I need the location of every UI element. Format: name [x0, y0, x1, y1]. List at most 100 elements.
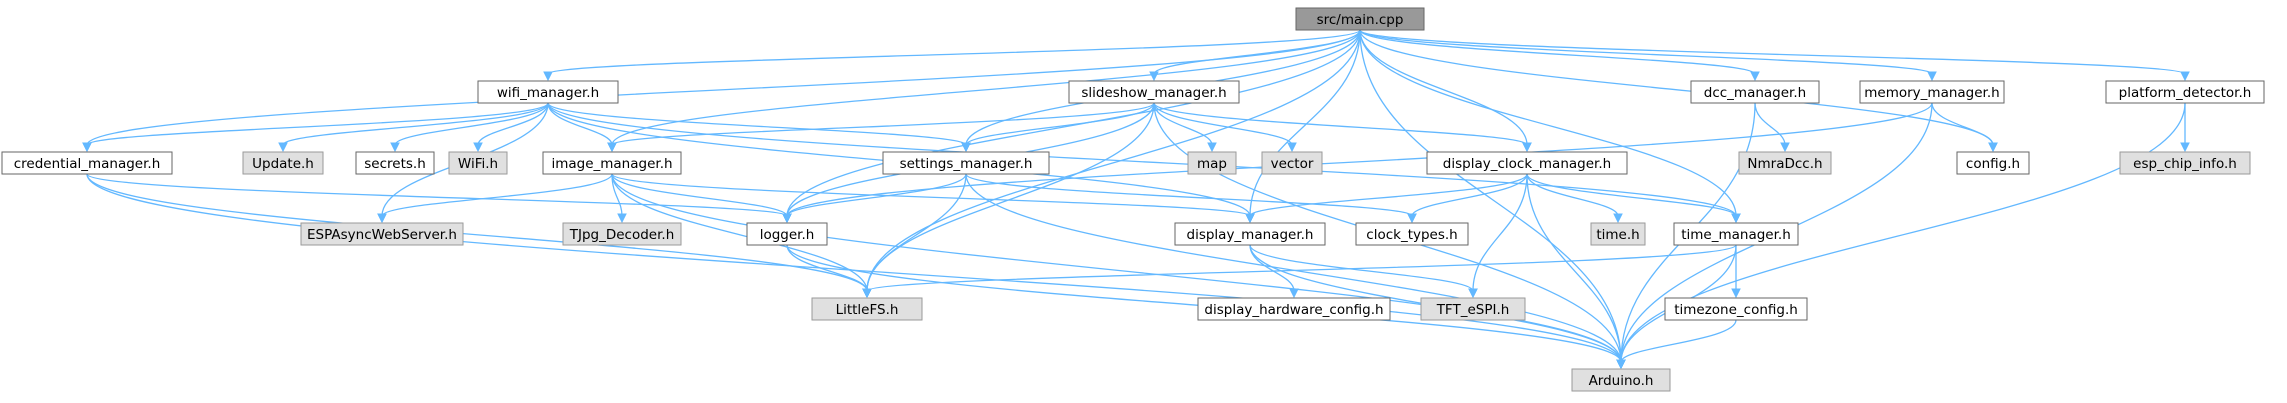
node-label: timezone_config.h — [1674, 302, 1798, 318]
edge-line — [282, 102, 549, 146]
arrowhead — [607, 142, 617, 153]
node-secrets[interactable]: secrets.h — [355, 151, 435, 175]
node-label: display_manager.h — [1187, 227, 1314, 243]
node-label: Update.h — [252, 156, 314, 172]
edge-tz-to-arduino — [1616, 319, 1737, 370]
node-label: Arduino.h — [1589, 373, 1654, 389]
edge-line — [1526, 173, 1622, 363]
node-label: settings_manager.h — [900, 156, 1033, 172]
edge-line — [786, 102, 1933, 217]
node-box — [1295, 7, 1425, 31]
edge-line — [786, 29, 1361, 217]
edge-line — [1359, 29, 1528, 146]
node-box — [300, 222, 464, 246]
edge-main-to-dcc — [1359, 29, 1760, 82]
arrowhead — [961, 142, 971, 153]
node-box — [1590, 222, 1646, 246]
edge-slideshow-to-map — [1153, 102, 1217, 153]
edge-line — [547, 102, 613, 146]
node-logger[interactable]: logger.h — [746, 222, 828, 246]
edge-line — [86, 173, 788, 217]
node-label: credential_manager.h — [14, 156, 161, 172]
edge-line — [547, 29, 1361, 75]
edge-line — [1359, 29, 1622, 363]
edge-line — [1359, 29, 1933, 75]
node-espchip: esp_chip_info.h — [2119, 151, 2251, 175]
edge-line — [611, 29, 1361, 146]
arrowhead — [1407, 213, 1417, 224]
arrowhead — [1731, 288, 1741, 299]
edge-line — [1249, 173, 1528, 217]
node-dhw[interactable]: display_hardware_config.h — [1197, 297, 1391, 321]
edge-wifi-to-secrets — [390, 102, 549, 153]
edge-line — [1359, 29, 1994, 146]
arrowhead — [543, 71, 553, 82]
edge-line — [611, 173, 1251, 217]
edge-line — [1153, 29, 1361, 75]
node-arduino: Arduino.h — [1571, 368, 1671, 392]
node-box — [1859, 80, 2005, 104]
node-box — [448, 151, 508, 175]
edge-main-to-platform — [1359, 29, 2190, 82]
node-clocktypes[interactable]: clock_types.h — [1355, 222, 1469, 246]
arrowhead — [1522, 142, 1532, 153]
arrowhead — [1731, 213, 1741, 224]
arrowhead — [1289, 288, 1299, 299]
arrowhead — [2180, 71, 2190, 82]
edge-image-to-arduino — [611, 173, 1626, 370]
arrowhead — [2180, 142, 2190, 153]
node-label: ESPAsyncWebServer.h — [307, 227, 457, 243]
arrowhead — [390, 142, 400, 153]
edge-wifi-to-update — [278, 102, 549, 153]
node-box — [542, 151, 682, 175]
node-memory[interactable]: memory_manager.h — [1859, 80, 2005, 104]
node-espasync: ESPAsyncWebServer.h — [300, 222, 464, 246]
node-dclock[interactable]: display_clock_manager.h — [1426, 151, 1628, 175]
node-label: vector — [1271, 156, 1314, 172]
node-nmra: NmraDcc.h — [1738, 151, 1832, 175]
arrowhead — [1207, 142, 1217, 153]
node-map: map — [1187, 151, 1237, 175]
node-label: TFT_eSPI.h — [1436, 302, 1510, 318]
node-slideshow[interactable]: slideshow_manager.h — [1068, 80, 1240, 104]
node-box — [1, 151, 173, 175]
edge-line — [477, 102, 549, 146]
node-timemgr[interactable]: time_manager.h — [1673, 222, 1799, 246]
edge-line — [1931, 102, 1994, 146]
edge-line — [1754, 102, 1786, 146]
node-box — [1673, 222, 1799, 246]
node-box — [1690, 80, 1820, 104]
node-box — [1174, 222, 1326, 246]
arrowhead — [1750, 71, 1760, 82]
node-wifi[interactable]: wifi_manager.h — [477, 80, 619, 104]
node-settings[interactable]: settings_manager.h — [882, 151, 1050, 175]
node-dcc[interactable]: dcc_manager.h — [1690, 80, 1820, 104]
node-label: TJpg_Decoder.h — [569, 227, 675, 243]
node-littlefs: LittleFS.h — [811, 297, 923, 321]
edge-dclock-to-clocktypes — [1407, 173, 1528, 224]
node-main[interactable]: src/main.cpp — [1295, 7, 1425, 31]
node-label: time.h — [1596, 227, 1639, 243]
edge-platform-to-espchip — [2180, 102, 2190, 153]
edge-line — [1620, 319, 1737, 363]
node-config[interactable]: config.h — [1956, 151, 2030, 175]
edge-line — [866, 173, 967, 292]
arrowhead — [377, 213, 387, 224]
node-box — [477, 80, 619, 104]
node-timeh: time.h — [1590, 222, 1646, 246]
edge-line — [1249, 29, 1361, 217]
node-label: image_manager.h — [551, 156, 672, 172]
node-tz[interactable]: timezone_config.h — [1664, 297, 1808, 321]
node-dmgr[interactable]: display_manager.h — [1174, 222, 1326, 246]
node-credential[interactable]: credential_manager.h — [1, 151, 173, 175]
node-box — [882, 151, 1050, 175]
node-box — [2119, 151, 2251, 175]
edge-credential-to-logger — [86, 173, 792, 224]
node-box — [1068, 80, 1240, 104]
edge-line — [965, 102, 1155, 146]
arrowhead — [473, 142, 483, 153]
node-platform[interactable]: platform_detector.h — [2105, 80, 2265, 104]
node-image[interactable]: image_manager.h — [542, 151, 682, 175]
node-box — [1664, 297, 1808, 321]
